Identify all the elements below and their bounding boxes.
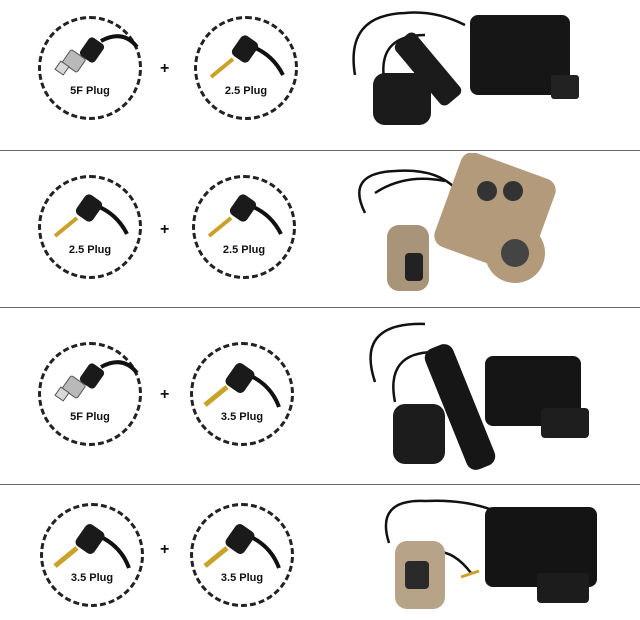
left-plug-circle: 3.5 Plug (40, 503, 144, 607)
product-row-3: 5F Plug + 3.5 Plug (0, 308, 640, 484)
2-5mm-plug-icon (209, 35, 285, 79)
left-plug-label: 2.5 Plug (68, 244, 112, 256)
plus-sign: + (160, 60, 170, 77)
left-plug-label: 3.5 Plug (70, 572, 114, 584)
3-5mm-plug-icon (203, 524, 281, 569)
left-plug-circle: 5F Plug (38, 16, 142, 120)
product-row-2: 2.5 Plug + 2.5 Plug (0, 151, 640, 307)
3-5mm-plug-icon (53, 524, 131, 569)
left-plug-circle: 5F Plug (38, 342, 142, 446)
row-divider (0, 150, 640, 151)
plus-sign: + (160, 541, 170, 558)
product-row-1: 5F Plug + 2.5 Plug (0, 0, 640, 150)
right-plug-circle: 2.5 Plug (192, 175, 296, 279)
2-5mm-plug-icon (207, 194, 283, 238)
sf-plug-icon (54, 360, 139, 402)
left-plug-label: 5F Plug (70, 85, 110, 97)
product-row-4: 3.5 Plug + 3.5 Plug (0, 485, 640, 620)
left-plug-circle: 2.5 Plug (38, 175, 142, 279)
right-plug-label: 3.5 Plug (220, 411, 264, 423)
right-plug-circle: 2.5 Plug (194, 16, 298, 120)
right-plug-circle: 3.5 Plug (190, 503, 294, 607)
sf-plug-icon (54, 34, 139, 76)
right-plug-circle: 3.5 Plug (190, 342, 294, 446)
3-5mm-plug-icon (203, 363, 281, 408)
2-5mm-plug-icon (53, 194, 129, 238)
row-divider (0, 307, 640, 308)
plus-sign: + (160, 221, 170, 238)
black-flashlight-peq-set-icon (369, 322, 589, 470)
right-plug-label: 2.5 Plug (224, 85, 268, 97)
row-divider (0, 484, 640, 485)
left-plug-label: 5F Plug (70, 411, 110, 423)
black-peq-tan-switch-icon (384, 499, 597, 609)
right-plug-label: 3.5 Plug (220, 572, 264, 584)
tan-laser-unit-icon (358, 153, 556, 291)
plus-sign: + (160, 386, 170, 403)
black-flashlight-laser-set-icon (352, 11, 579, 125)
right-plug-label: 2.5 Plug (222, 244, 266, 256)
